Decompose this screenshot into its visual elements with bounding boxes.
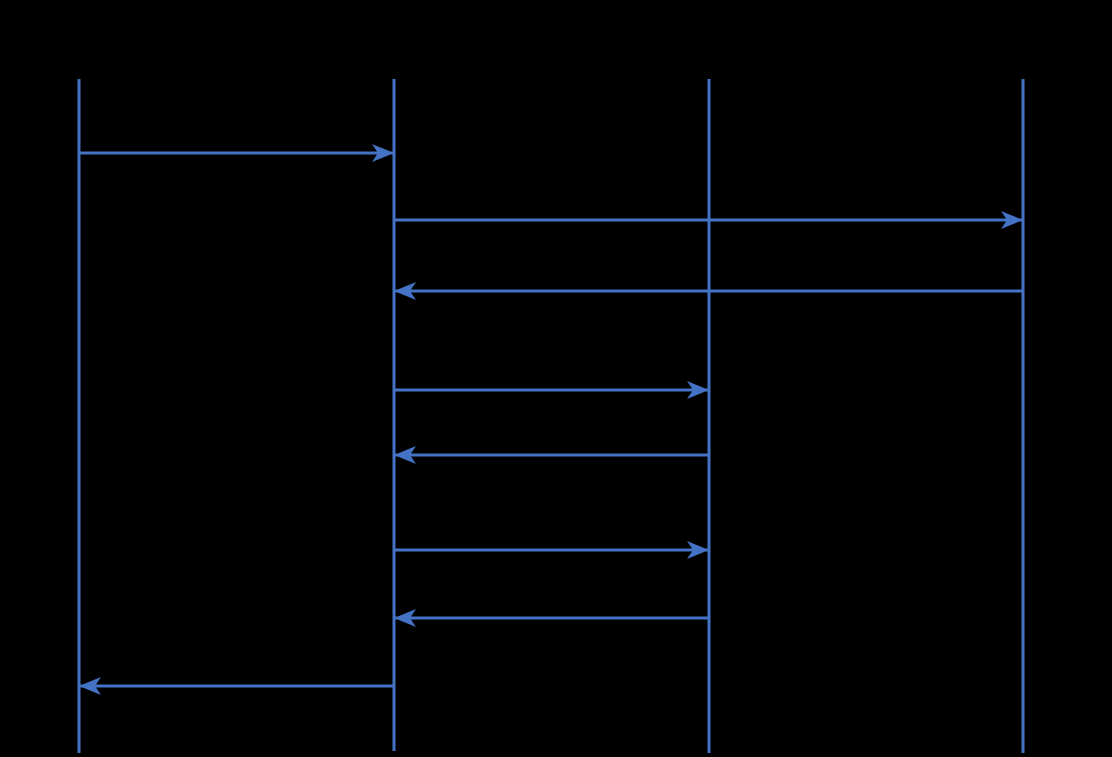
sequence-diagram	[77, 79, 1025, 753]
sequence-diagram-svg	[77, 79, 1025, 753]
